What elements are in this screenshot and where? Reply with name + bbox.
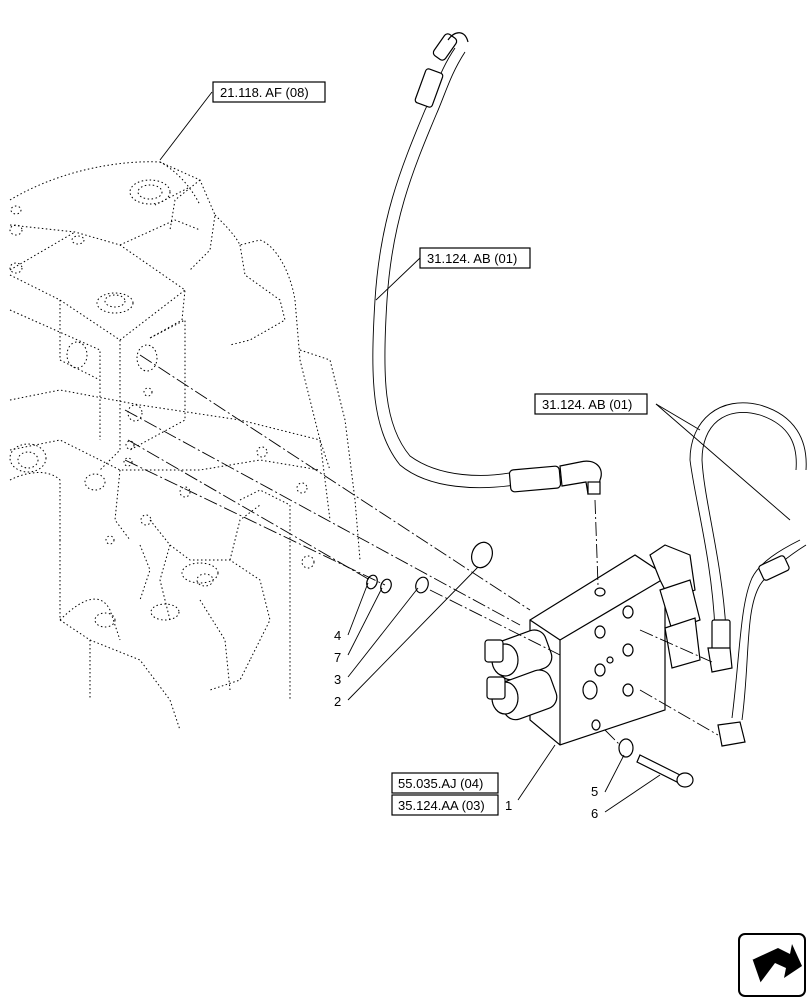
hose-end-fitting-top <box>432 33 458 61</box>
callout-numbers: 4 7 3 2 1 5 6 <box>334 628 598 821</box>
hose-fitting-right <box>711 619 731 651</box>
reference-box-55-035-aj[interactable]: 55.035.AJ (04) <box>391 772 499 794</box>
elbow-fitting-lower <box>717 721 746 747</box>
callout-3: 3 <box>334 672 341 687</box>
washer-5 <box>618 738 634 758</box>
reference-label: 31.124. AB (01) <box>427 251 517 266</box>
callout-6: 6 <box>591 806 598 821</box>
upper-hydraulic-hose <box>372 32 602 495</box>
o-ring-4 <box>366 574 378 590</box>
callout-2: 2 <box>334 694 341 709</box>
bolt-6 <box>636 754 681 783</box>
seals <box>366 541 493 594</box>
reference-label: 55.035.AJ (04) <box>398 776 483 791</box>
reference-box-21-118-af[interactable]: 21.118. AF (08) <box>212 81 326 103</box>
callout-5: 5 <box>591 784 598 799</box>
o-ring-7 <box>380 578 392 594</box>
reference-box-35-124-aa[interactable]: 35.124.AA (03) <box>391 794 499 816</box>
tractor-frame-outline <box>9 161 361 731</box>
navigation-arrow-icon[interactable] <box>738 933 806 997</box>
reference-label: 31.124. AB (01) <box>542 397 632 412</box>
valve-block <box>484 544 701 746</box>
callout-4: 4 <box>334 628 341 643</box>
reference-box-31-124-ab-upper[interactable]: 31.124. AB (01) <box>419 247 531 269</box>
callout-1: 1 <box>505 798 512 813</box>
leader-lines <box>159 91 791 813</box>
o-ring-3 <box>415 576 429 594</box>
o-ring-2 <box>471 541 493 569</box>
hose-crimp-ferrule <box>508 465 562 493</box>
reference-label: 35.124.AA (03) <box>398 798 485 813</box>
callout-7: 7 <box>334 650 341 665</box>
reference-label: 21.118. AF (08) <box>220 85 309 100</box>
right-hydraulic-hose <box>689 402 807 747</box>
bolt-and-washer <box>618 738 694 788</box>
reference-box-31-124-ab-right[interactable]: 31.124. AB (01) <box>534 393 648 415</box>
alignment-lines <box>124 354 719 746</box>
